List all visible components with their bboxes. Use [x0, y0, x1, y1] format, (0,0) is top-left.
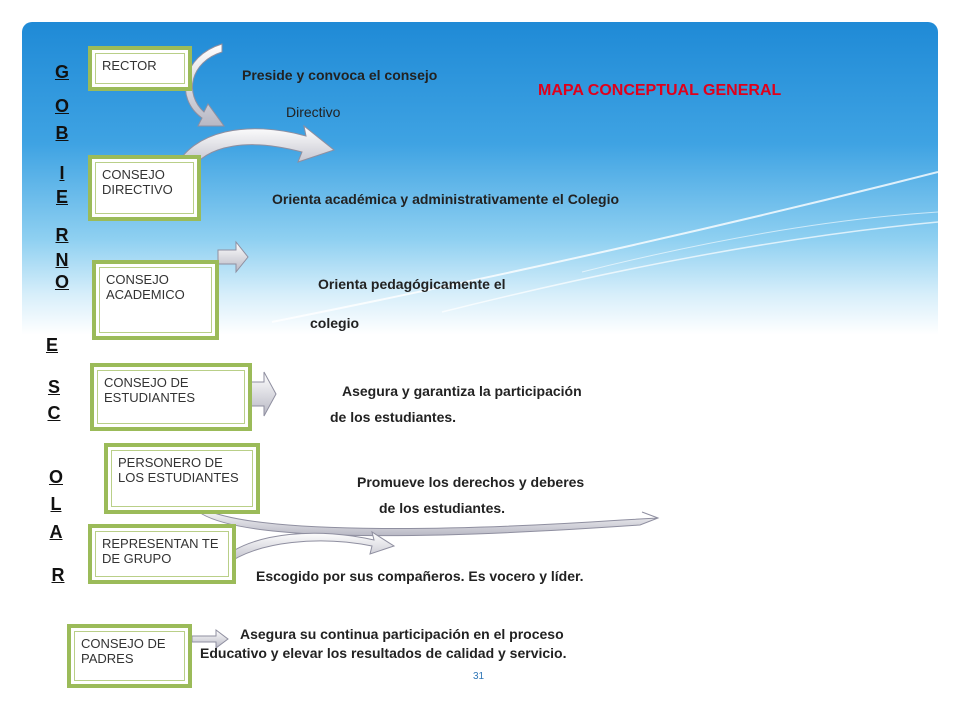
curved-arrow-directivo [173, 124, 336, 173]
vertical-letter-r2: R [51, 565, 65, 585]
padres-description-line1: Asegura su continua participación en el … [240, 626, 564, 642]
arrows-layer [173, 43, 660, 649]
page-number: 31 [473, 671, 485, 682]
block-arrow-estudiantes [247, 371, 277, 417]
academico-description-line1: Orienta pedagógicamente el [318, 276, 506, 292]
representante-description: Escogido por sus compañeros. Es vocero y… [256, 568, 584, 584]
vertical-letter-o3: O [48, 467, 63, 487]
vertical-letter-l: L [50, 494, 62, 514]
personero-box-label: PERSONERO DE LOS ESTUDIANTES [111, 450, 253, 507]
curved-arrow-rector [185, 43, 225, 127]
vertical-letter-o2: O [54, 272, 69, 292]
representante-box: REPRESENTAN TE DE GRUPO [88, 524, 236, 584]
vertical-letter-n: N [55, 250, 69, 270]
vertical-letter-o: O [54, 96, 69, 116]
personero-box: PERSONERO DE LOS ESTUDIANTES [104, 443, 260, 514]
consejo-padres-box: CONSEJO DE PADRES [67, 624, 192, 688]
page-title: MAPA CONCEPTUAL GENERAL [538, 82, 782, 99]
long-arrow-personero [201, 507, 660, 537]
vertical-letter-e: E [55, 187, 68, 207]
vertical-letter-e2: E [45, 335, 58, 355]
consejo-academico-box-label: CONSEJO ACADEMICO [99, 267, 212, 333]
block-arrow-padres [191, 629, 229, 649]
rector-box: RECTOR [88, 46, 192, 91]
consejo-estudiantes-box: CONSEJO DE ESTUDIANTES [90, 363, 252, 431]
consejo-directivo-box: CONSEJO DIRECTIVO [88, 155, 201, 221]
vertical-letter-b: B [55, 123, 69, 143]
personero-description-line1: Promueve los derechos y deberes [357, 474, 585, 490]
block-arrow-academico [217, 240, 249, 274]
vertical-letter-i: I [59, 163, 65, 183]
vertical-letter-a: A [49, 522, 63, 542]
rector-description-line2: Directivo [286, 104, 341, 120]
vertical-letter-c: C [47, 403, 61, 423]
directivo-description: Orienta académica y administrativamente … [272, 191, 620, 207]
vertical-letter-r: R [55, 225, 69, 245]
academico-description-line2: colegio [310, 315, 360, 331]
sky-background [22, 22, 938, 702]
rector-description-line1: Preside y convoca el consejo [242, 67, 438, 83]
vertical-letter-s: S [47, 377, 60, 397]
consejo-directivo-box-label: CONSEJO DIRECTIVO [95, 162, 194, 214]
consejo-padres-box-label: CONSEJO DE PADRES [74, 631, 185, 681]
vertical-letter-g: G [54, 62, 69, 82]
slide: MAPA CONCEPTUAL GENERAL G O B I E R N O … [22, 22, 938, 702]
rector-box-label: RECTOR [95, 53, 185, 84]
consejo-estudiantes-box-label: CONSEJO DE ESTUDIANTES [97, 370, 245, 424]
personero-description-line2: de los estudiantes. [379, 500, 506, 516]
representante-box-label: REPRESENTAN TE DE GRUPO [95, 531, 229, 577]
padres-description-line2: Educativo y elevar los resultados de cal… [200, 645, 567, 661]
curved-arrow-representante [217, 530, 396, 567]
consejo-academico-box: CONSEJO ACADEMICO [92, 260, 219, 340]
estudiantes-description-line1: Asegura y garantiza la participación [342, 383, 582, 399]
estudiantes-description-line2: de los estudiantes. [330, 409, 457, 425]
